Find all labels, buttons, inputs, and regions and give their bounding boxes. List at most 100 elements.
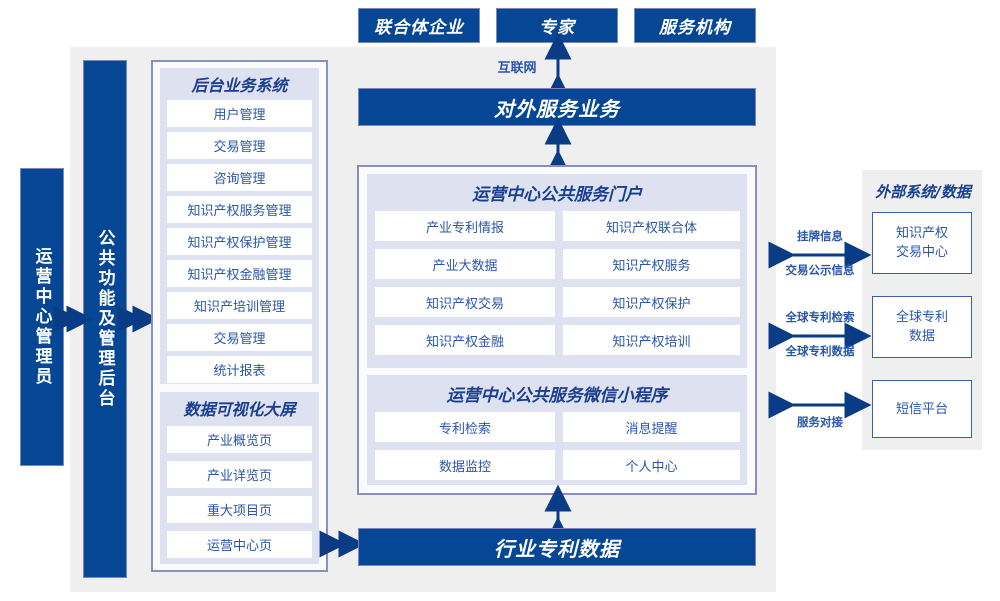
external-system-box[interactable]: 短信平台 [872, 380, 972, 438]
portal-item[interactable]: 知识产权服务 [563, 249, 740, 279]
backend-item-label: 用户管理 [213, 108, 266, 123]
backend-item[interactable]: 交易管理 [167, 132, 312, 159]
backend-item[interactable]: 交易管理 [167, 324, 312, 351]
dataviz-item[interactable]: 重大项目页 [167, 496, 312, 523]
portal-item-label: 知识产权交易 [425, 296, 504, 312]
external-system-box[interactable]: 全球专利 数据 [872, 296, 972, 358]
external-system-label-line2: 交易中心 [895, 245, 948, 260]
backend-item-label: 知识产培训管理 [193, 300, 285, 315]
portal-item-label: 知识产权培训 [612, 334, 691, 350]
miniprogram-item-label: 数据监控 [438, 459, 491, 475]
miniprogram-item[interactable]: 专利检索 [375, 412, 555, 442]
common-to-backend-arrow [117, 305, 160, 333]
data-visualization-title-text: 数据可视化大屏 [183, 400, 296, 419]
external-connector-label-above: 全球专利检索 [770, 309, 870, 325]
portal-item[interactable]: 产业大数据 [375, 249, 555, 279]
dataviz-item-label: 产业详览页 [206, 469, 272, 484]
left-column-label: 运营中心管理员 [31, 247, 52, 387]
portal-item-label: 产业大数据 [432, 258, 498, 274]
external-connector-label-below: 交易公示信息 [768, 262, 872, 278]
portal-item[interactable]: 知识产权交易 [375, 287, 555, 317]
bottom-patent-data-bar[interactable]: 行业专利数据 [358, 528, 756, 566]
miniprogram-title: 运营中心公共服务微信小程序 [367, 379, 747, 407]
external-connector-label-below: 全球专利数据 [770, 343, 870, 359]
external-system-box[interactable]: 知识产权 交易中心 [872, 212, 972, 274]
portal-item[interactable]: 知识产权培训 [563, 325, 740, 355]
backend-item[interactable]: 统计报表 [167, 356, 312, 383]
external-systems-title-text: 外部系统/数据 [875, 182, 971, 201]
internet-label: 互联网 [487, 57, 547, 76]
internet-arrow [544, 32, 572, 101]
top-actor-box-1[interactable]: 专家 [496, 8, 618, 43]
top-actor-box-2[interactable]: 服务机构 [634, 8, 756, 43]
portal-item-label: 知识产权服务 [612, 258, 691, 274]
dataviz-item-label: 产业概览页 [206, 434, 272, 449]
backend-item[interactable]: 用户管理 [167, 100, 312, 127]
connector-label-text: 全球专利数据 [785, 344, 855, 358]
external-connector-arrow-1 [768, 322, 872, 350]
backend-item[interactable]: 知识产权金融管理 [167, 260, 312, 287]
backend-item-label: 咨询管理 [213, 172, 266, 187]
dataviz-item[interactable]: 产业详览页 [167, 461, 312, 488]
top-actor-label: 服务机构 [659, 18, 731, 38]
external-system-label-line1: 知识产权 [895, 226, 948, 241]
backend-system-title-text: 后台业务系统 [191, 76, 288, 95]
connector-label-text: 全球专利检索 [785, 310, 855, 324]
backend-to-patentdata-arrow [319, 530, 366, 558]
miniprogram-item-label: 个人中心 [625, 459, 678, 475]
data-visualization-title: 数据可视化大屏 [160, 394, 319, 422]
external-connector-label-above: 挂牌信息 [778, 228, 862, 244]
connector-label-text: 交易公示信息 [785, 263, 855, 277]
miniprogram-title-text: 运营中心公共服务微信小程序 [446, 385, 668, 406]
external-system-label-line1: 短信平台 [895, 401, 948, 417]
external-systems-title: 外部系统/数据 [856, 178, 990, 204]
portal-item-label: 知识产权联合体 [605, 220, 697, 236]
backend-item-label: 交易管理 [213, 140, 266, 155]
backend-item-label: 统计报表 [213, 364, 266, 379]
left-column-label: 公共功能及管理后台 [94, 229, 115, 409]
portal-item[interactable]: 知识产权保护 [563, 287, 740, 317]
portal-item[interactable]: 产业专利情报 [375, 211, 555, 241]
operator-to-common-arrow [53, 305, 94, 333]
backend-item-label: 知识产权服务管理 [187, 204, 292, 219]
external-system-label-line1: 全球专利 [895, 310, 948, 325]
dataviz-item[interactable]: 产业概览页 [167, 426, 312, 453]
backend-system-title: 后台业务系统 [160, 70, 319, 98]
miniprogram-item-label: 消息提醒 [625, 421, 678, 437]
dataviz-item[interactable]: 运营中心页 [167, 531, 312, 558]
portal-item-label: 知识产权金融 [425, 334, 504, 350]
backend-item-label: 知识产权保护管理 [187, 236, 292, 251]
public-portal-title-text: 运营中心公共服务门户 [472, 184, 642, 205]
left-column-operator[interactable]: 运营中心管理员 [20, 168, 64, 466]
top-actor-box-0[interactable]: 联合体企业 [358, 8, 480, 43]
miniprogram-item-label: 专利检索 [438, 421, 491, 437]
top-actor-label: 专家 [539, 18, 575, 38]
portal-item-label: 知识产权保护 [612, 296, 691, 312]
miniprogram-item[interactable]: 个人中心 [563, 450, 740, 480]
external-connector-arrow-2 [768, 391, 872, 419]
top-actor-label: 联合体企业 [374, 18, 464, 38]
public-portal-title: 运营中心公共服务门户 [367, 178, 747, 206]
backend-item[interactable]: 知识产培训管理 [167, 292, 312, 319]
portal-item[interactable]: 知识产权联合体 [563, 211, 740, 241]
portal-to-patentdata-arrow [544, 484, 572, 544]
external-system-label-line2: 数据 [908, 329, 935, 344]
portal-item-label: 产业专利情报 [425, 220, 504, 236]
dataviz-item-label: 重大项目页 [206, 504, 272, 519]
backend-item-label: 知识产权金融管理 [187, 268, 292, 283]
internet-label-text: 互联网 [497, 61, 537, 76]
external-service-bar-label: 对外服务业务 [494, 96, 620, 121]
bottom-bar-label: 行业专利数据 [494, 536, 620, 561]
miniprogram-item[interactable]: 消息提醒 [563, 412, 740, 442]
backend-item[interactable]: 咨询管理 [167, 164, 312, 191]
backend-item[interactable]: 知识产权服务管理 [167, 196, 312, 223]
dataviz-item-label: 运营中心页 [206, 539, 272, 554]
external-service-bar[interactable]: 对外服务业务 [358, 88, 756, 126]
external-connector-arrow-0 [768, 241, 872, 269]
connector-label-text: 服务对接 [797, 415, 843, 429]
backend-item[interactable]: 知识产权保护管理 [167, 228, 312, 255]
miniprogram-item[interactable]: 数据监控 [375, 450, 555, 480]
left-column-common-functions[interactable]: 公共功能及管理后台 [83, 60, 127, 578]
portal-item[interactable]: 知识产权金融 [375, 325, 555, 355]
